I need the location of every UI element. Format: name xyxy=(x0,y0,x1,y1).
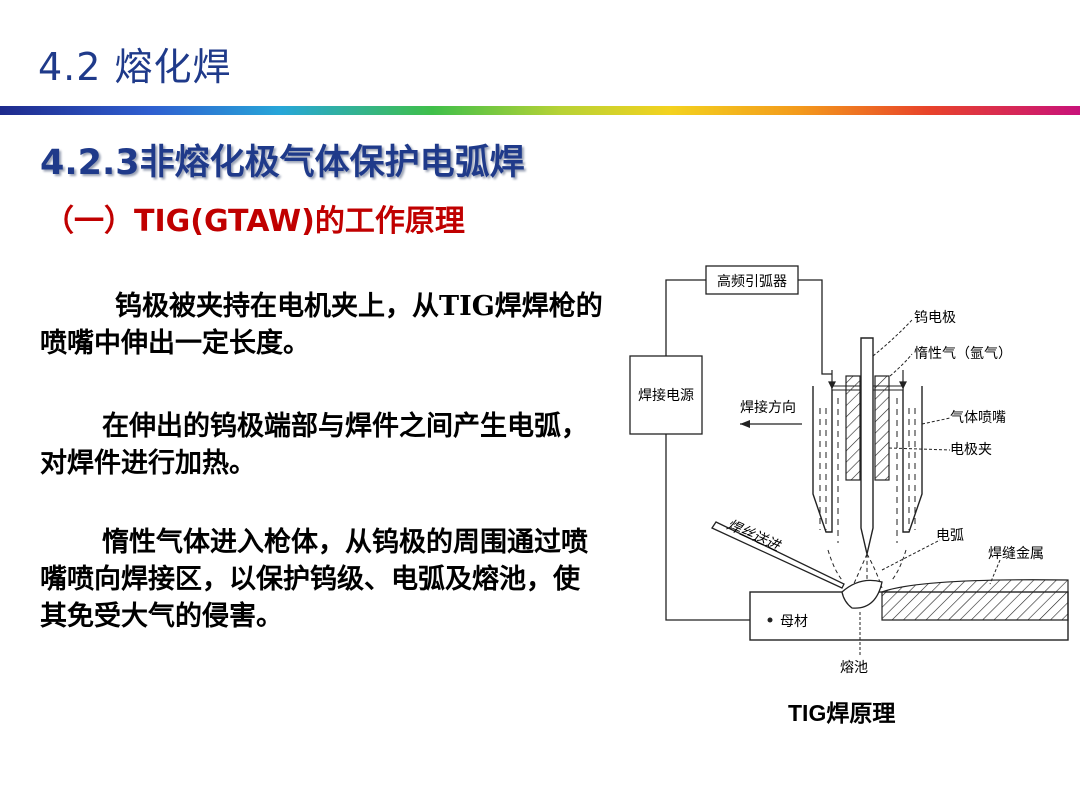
base-metal-label: 母材 xyxy=(780,614,808,630)
power-source-box xyxy=(629,355,703,435)
tig-diagram: 高频引弧器 焊接电源 焊丝送进 xyxy=(620,258,1080,698)
weld-metal-label: 焊缝金属 xyxy=(988,546,1044,562)
nozzle-right-wall xyxy=(902,386,923,533)
gas-flow-lines xyxy=(819,398,916,543)
base-metal-dot xyxy=(767,617,773,623)
direction-arrowhead xyxy=(740,420,750,428)
welding-direction-label: 焊接方向 xyxy=(740,399,796,416)
arc-label: 电弧 xyxy=(936,528,964,544)
wire-power-hf xyxy=(665,279,706,356)
diagram-caption: TIG焊原理 xyxy=(788,700,896,726)
paragraph-2: 在伸出的钨极端部与焊件之间产生电弧，对焊件进行加热。 xyxy=(40,411,588,479)
hf-starter-label: 高频引弧器 xyxy=(717,273,787,290)
paragraph-3: 惰性气体进入枪体，从钨极的周围通过喷嘴喷向焊接区，以保护钨级、电弧及熔池，使其免… xyxy=(40,527,588,632)
clamp-left xyxy=(845,375,861,481)
leader-lines xyxy=(859,319,1001,656)
wire-power-base xyxy=(665,434,750,621)
gas-nozzle-label: 气体喷嘴 xyxy=(950,410,1006,426)
weld-pool xyxy=(841,579,883,609)
filler-wire xyxy=(711,521,845,589)
gas-inlet-arrows xyxy=(828,370,907,390)
power-source-label: 焊接电源 xyxy=(638,387,694,404)
paragraph-1: 钨极被夹持在电机夹上，从TIG焊焊枪的喷嘴中伸出一定长度。 xyxy=(40,291,603,359)
electrode-clamp-label: 电极夹 xyxy=(950,442,992,458)
inert-gas-label: 惰性气（氩气） xyxy=(914,346,1012,362)
tig-diagram-svg: 高频引弧器 焊接电源 焊丝送进 xyxy=(629,265,1069,676)
clamp-right xyxy=(874,375,890,481)
nozzle-left-wall xyxy=(812,386,833,533)
weld-metal xyxy=(881,579,1069,621)
section-heading: 4.2.3非熔化极气体保护电弧焊 xyxy=(40,143,525,183)
slide-title: 4.2 熔化焊 xyxy=(38,45,232,89)
subsection-heading: （一）TIG(GTAW)的工作原理 xyxy=(44,204,465,239)
tungsten-electrode-label: 钨电极 xyxy=(914,310,956,326)
weld-pool-label: 熔池 xyxy=(840,660,868,676)
wire-hf-torch xyxy=(798,279,832,375)
tungsten-electrode xyxy=(860,337,874,555)
title-divider xyxy=(0,106,1080,115)
